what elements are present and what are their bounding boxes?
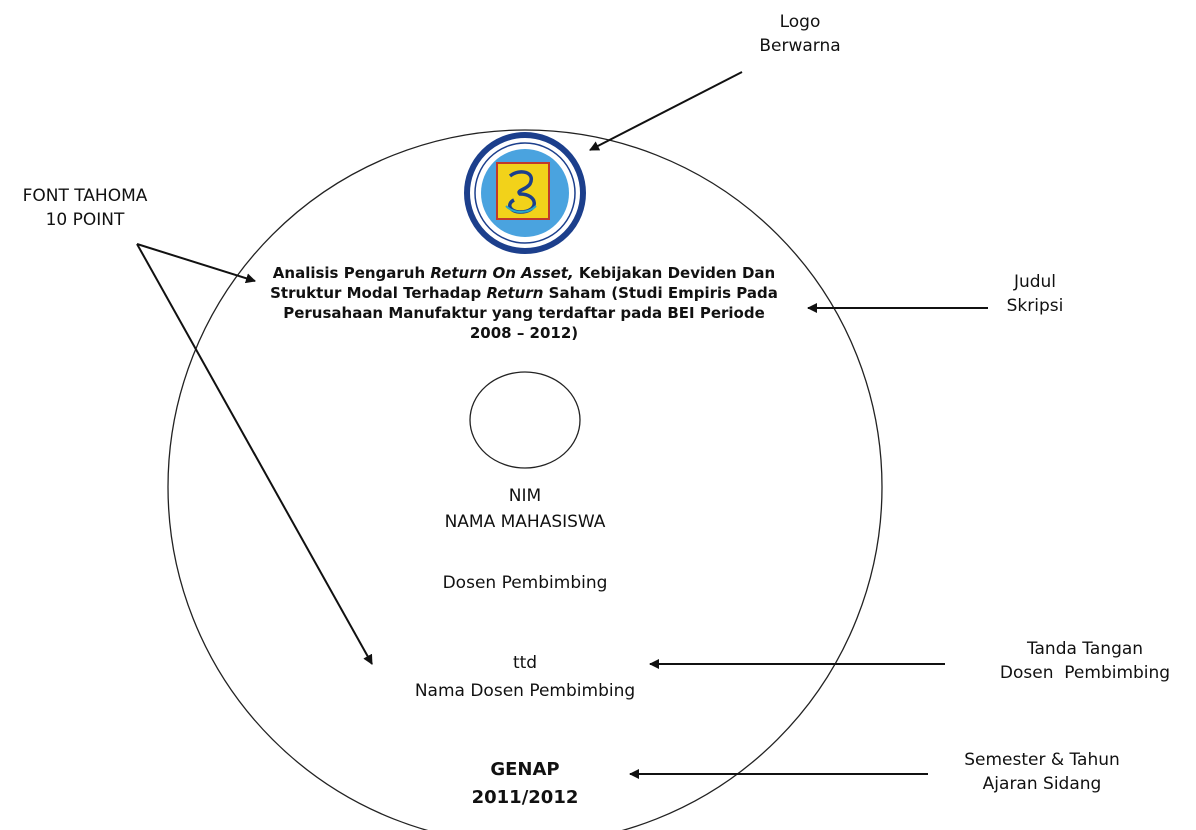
annotation-semester: Semester & Tahun Ajaran Sidang [942,748,1142,796]
thesis-title-part-2: Kebijakan Deviden Dan Struktur Modal Ter… [270,264,776,302]
thesis-title-italic-1: Return On Asset, [430,264,574,282]
thesis-title-part-1: Analisis Pengaruh [272,264,431,282]
annotation-logo-line1: Logo [779,12,821,32]
arrow-font-ttd [136,243,373,665]
thesis-title: Analisis Pengaruh Return On Asset, Kebij… [262,263,786,343]
cd-center-hole [469,371,581,469]
signature-placeholder: ttd [512,653,538,673]
annotation-judul-line1: Judul [1013,272,1057,292]
semester-label: GENAP [490,759,560,780]
arrow-font-title [136,243,256,284]
student-name: NAMA MAHASISWA [444,512,606,532]
supervisor-label: Dosen Pembimbing [442,573,608,593]
annotation-ttd: Tanda Tangan Dosen Pembimbing [980,637,1190,685]
arrow-logo [589,71,743,151]
annotation-judul-line2: Skripsi [1006,296,1064,316]
annotation-judul: Judul Skripsi [990,270,1080,318]
annotation-ttd-line2: Dosen Pembimbing [999,663,1171,683]
annotation-logo: Logo Berwarna [740,10,860,58]
annotation-font: FONT TAHOMA 10 POINT [0,184,170,232]
annotation-font-line1: FONT TAHOMA [22,186,148,206]
supervisor-name: Nama Dosen Pembimbing [414,681,636,701]
annotation-semester-line1: Semester & Tahun [964,750,1120,770]
annotation-ttd-line1: Tanda Tangan [1026,639,1144,659]
thesis-title-italic-2: Return [486,284,544,302]
annotation-semester-line2: Ajaran Sidang [982,774,1102,794]
academic-year: 2011/2012 [471,787,579,808]
logo-emblem [464,132,586,254]
student-nim: NIM [508,486,542,506]
cd-outer-circle [167,129,883,830]
thesis-title-part-3: Saham (Studi Empiris Pada Perusahaan Man… [283,284,778,342]
annotation-font-line2: 10 POINT [45,210,125,230]
annotation-logo-line2: Berwarna [759,36,841,56]
